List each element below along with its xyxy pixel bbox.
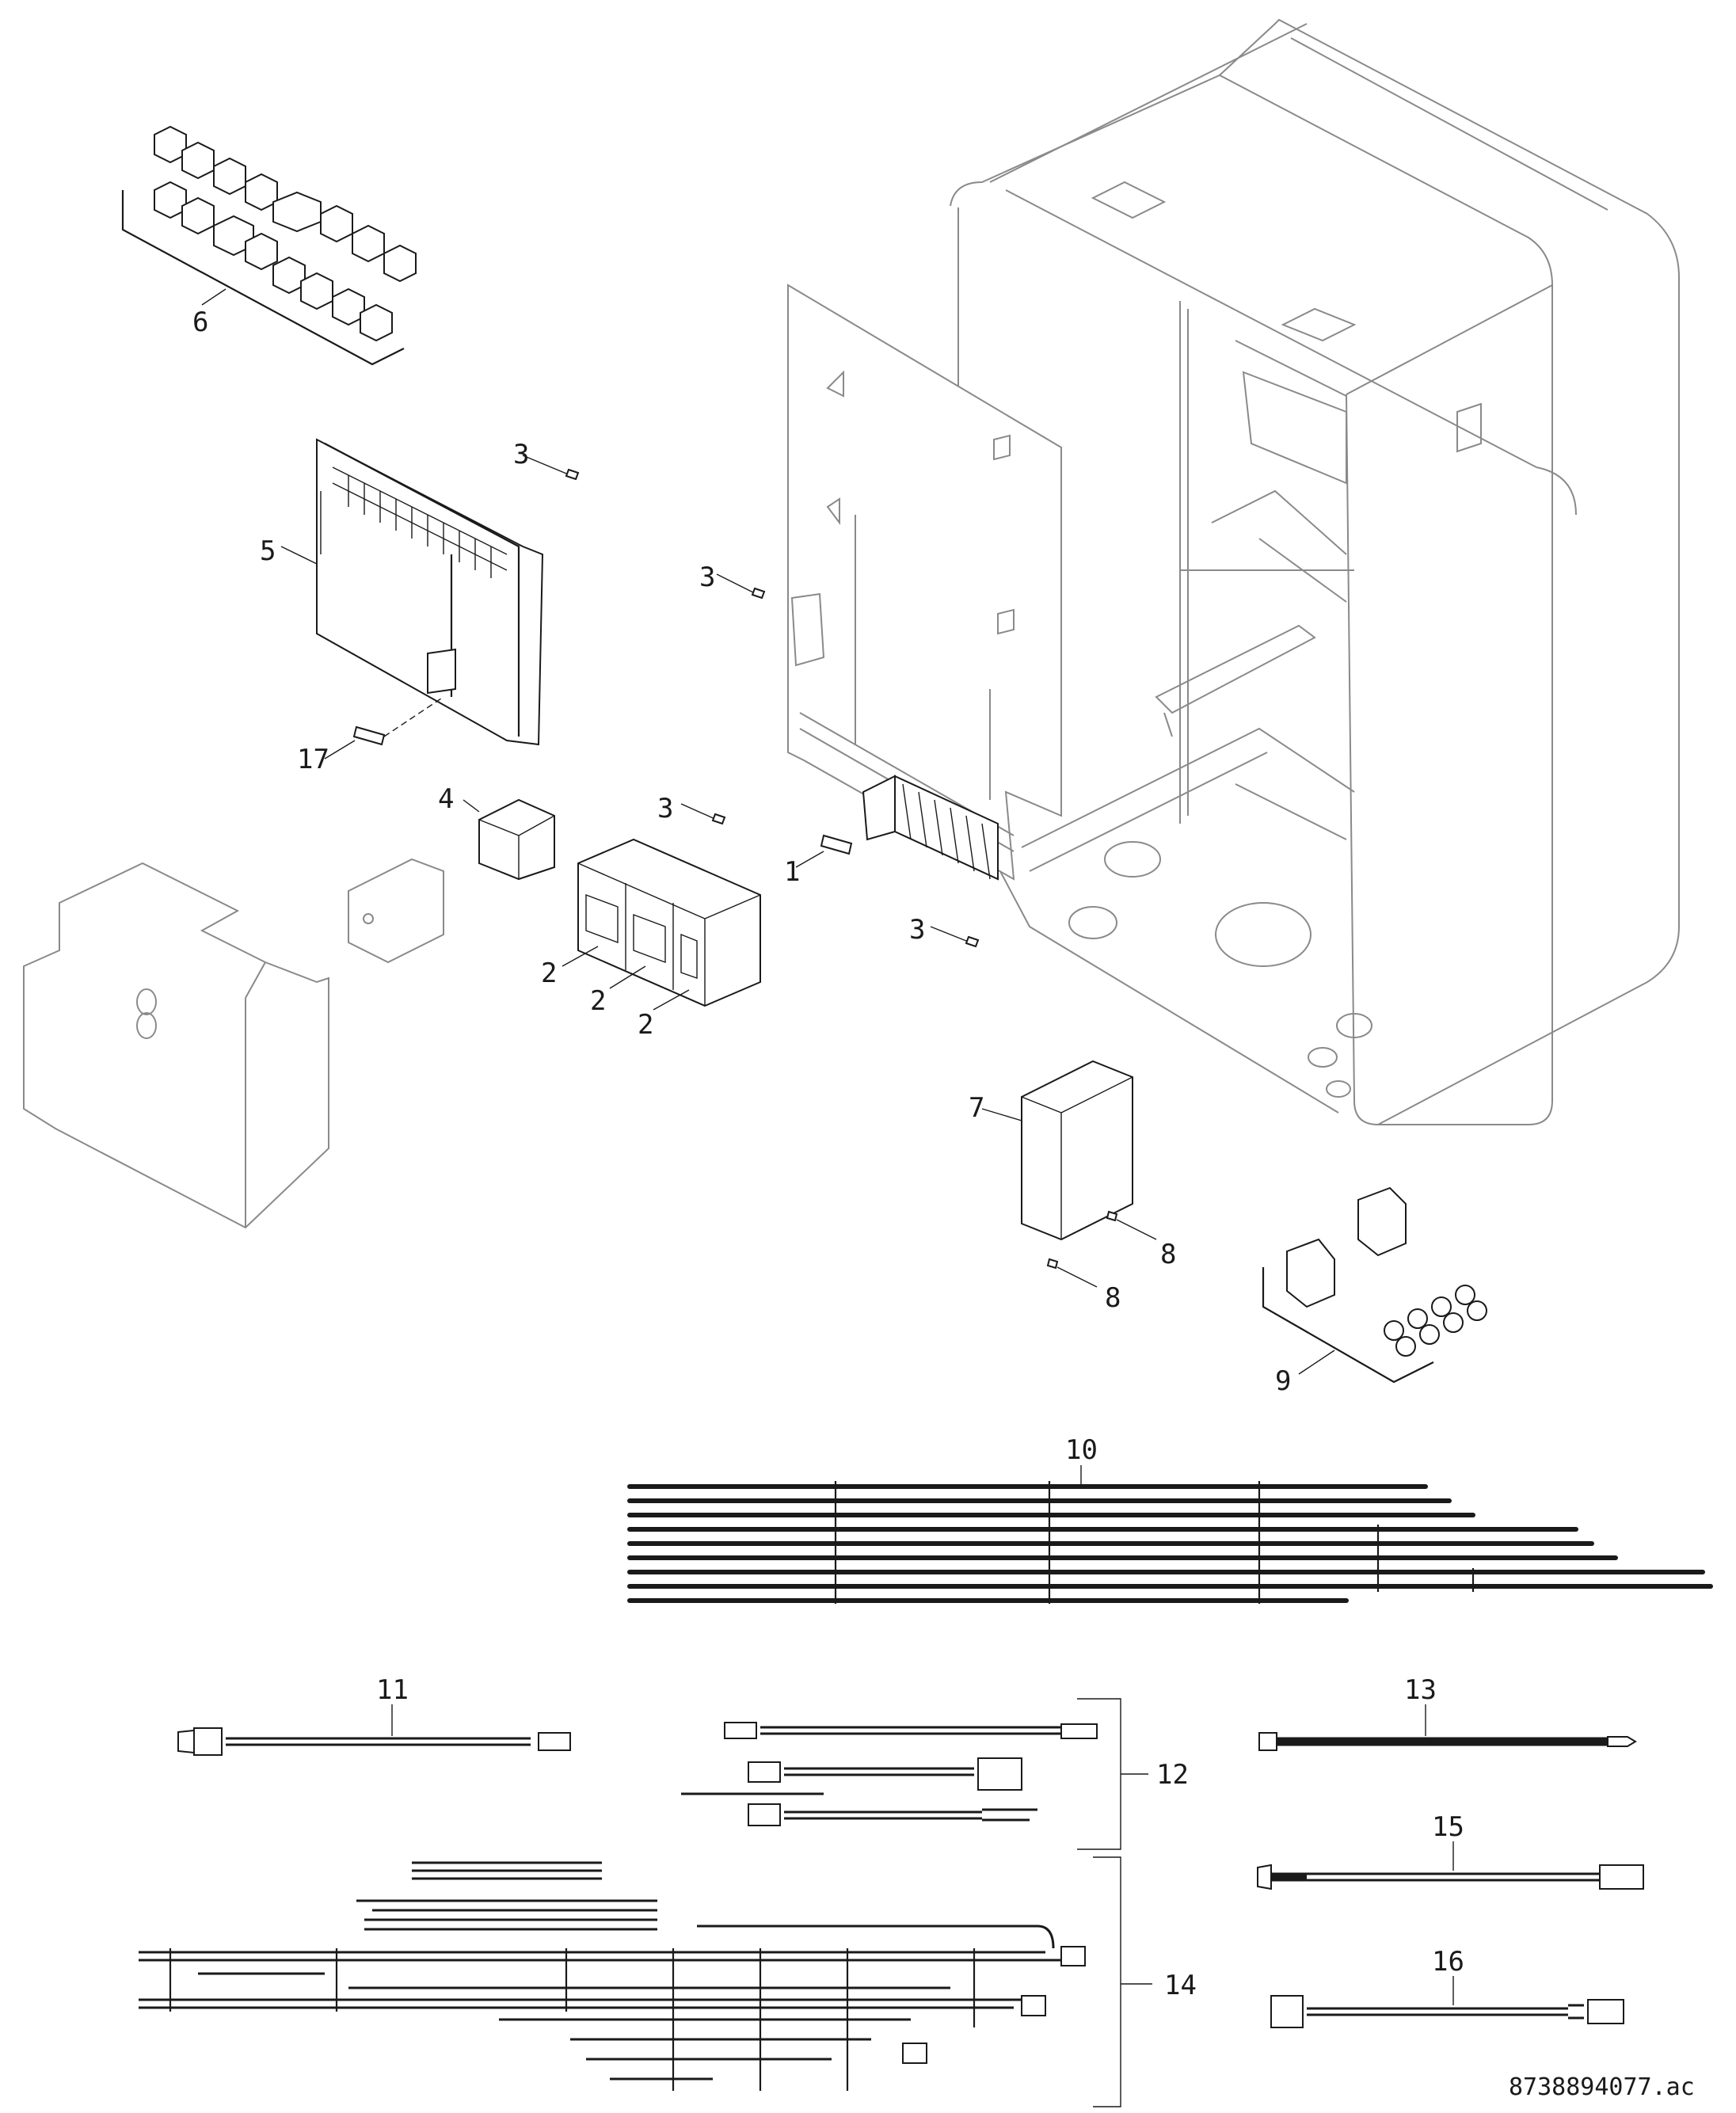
callout-10: 10 xyxy=(1065,1434,1098,1466)
screws-8 xyxy=(1046,1210,1157,1288)
callout-3: 3 xyxy=(513,439,529,470)
cable-set-12 xyxy=(681,1698,1148,1850)
callout-7: 7 xyxy=(969,1092,984,1124)
callout-14: 14 xyxy=(1164,1970,1197,2001)
callout-6: 6 xyxy=(192,306,208,338)
fuse-17 xyxy=(324,696,444,760)
callout-2: 2 xyxy=(590,985,606,1017)
callout-1: 1 xyxy=(784,856,800,888)
housing-enclosure xyxy=(950,18,1680,1125)
callout-labels: 1 2 2 2 3 3 3 3 4 5 6 7 8 8 9 10 11 12 1… xyxy=(192,306,1695,2101)
callout-13: 13 xyxy=(1404,1674,1437,1706)
screws-3 xyxy=(522,455,980,948)
relay-module xyxy=(981,1060,1133,1241)
cable-tie-13 xyxy=(1258,1704,1637,1751)
callout-2: 2 xyxy=(638,1009,653,1041)
callout-15: 15 xyxy=(1432,1811,1464,1843)
cable-gland-set xyxy=(1262,1186,1487,1384)
cable-16 xyxy=(1270,1976,1624,2028)
callout-12: 12 xyxy=(1156,1759,1189,1791)
document-id: 8738894077.ac xyxy=(1509,2073,1695,2101)
cable-harness-10 xyxy=(627,1465,1713,1604)
callout-9: 9 xyxy=(1275,1365,1291,1397)
callout-8: 8 xyxy=(1160,1239,1176,1270)
cable-11 xyxy=(177,1704,571,1756)
fuse-1 xyxy=(795,834,853,868)
wiring-harness-14 xyxy=(139,1856,1152,2107)
callout-3: 3 xyxy=(909,914,925,946)
control-unit xyxy=(280,438,544,746)
callout-11: 11 xyxy=(376,1674,409,1706)
connector-plug-set xyxy=(121,125,417,366)
callout-5: 5 xyxy=(260,535,276,567)
contactor-group xyxy=(562,838,761,1011)
callout-3: 3 xyxy=(657,793,673,824)
callout-17: 17 xyxy=(297,744,329,775)
transformer xyxy=(463,798,555,881)
callout-4: 4 xyxy=(438,783,454,815)
terminal-strip xyxy=(862,775,999,881)
callout-3: 3 xyxy=(699,562,715,593)
sensor-cable-15 xyxy=(1257,1841,1644,1890)
cover-panel xyxy=(23,858,444,1229)
callout-16: 16 xyxy=(1432,1946,1464,1978)
callout-2: 2 xyxy=(541,958,557,989)
callout-8: 8 xyxy=(1105,1282,1121,1314)
